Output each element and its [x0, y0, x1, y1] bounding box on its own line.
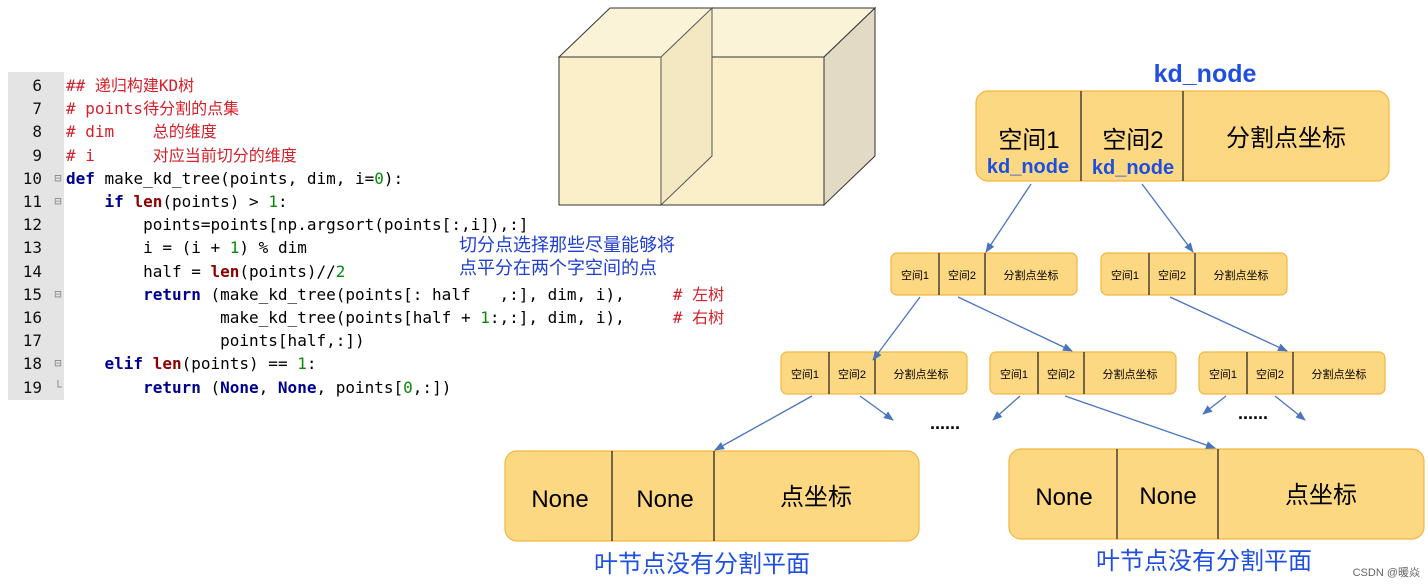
line-number: 13 [22, 238, 42, 258]
node-space1-label: 空间1 [1111, 268, 1139, 282]
level2-node-b: 空间1 空间2 分割点坐标 [989, 351, 1177, 395]
code-text: half = len(points)//2 [66, 261, 346, 281]
edge-c-more-left [1202, 395, 1227, 415]
split-point-annotation: 切分点选择那些尽量能够将 点平分在两个字空间的点 [459, 234, 675, 280]
code-listing: 6 ## 递归构建KD树 7 # points待分割的点集 8 # dim 总的维度 9 # … [8, 72, 724, 400]
line-number: 7 [32, 99, 42, 119]
code-text: # points待分割的点集 [66, 99, 240, 119]
node-space1-label: 空间1 [1209, 367, 1237, 381]
edge-b-more [992, 395, 1021, 421]
edge-l1-b [957, 296, 1073, 352]
node-space2-label: 空间2 [838, 367, 866, 381]
leaf-right-none-1: None [1035, 484, 1092, 511]
code-text: return (None, None, points[0,:]) [143, 377, 452, 397]
node-space2-label: 空间2 [1256, 367, 1284, 381]
line-number: 14 [22, 261, 42, 281]
line-number: 19 [22, 377, 42, 397]
leaf-node-left: None None 点坐标 [504, 450, 920, 542]
root-space2-kd-node-label: kd_node [1092, 157, 1174, 179]
code-text: def make_kd_tree(points, dim, i=0): [66, 168, 404, 188]
line-number: 17 [22, 331, 42, 351]
node-space2-label: 空间2 [1047, 367, 1075, 381]
node-split-label: 分割点坐标 [1004, 268, 1059, 282]
line-number: 11 [22, 192, 42, 211]
cube-top-face [557, 7, 877, 58]
line-number: 10 [22, 168, 42, 188]
ellipsis-middle: ...... [930, 413, 960, 433]
code-text: ## 递归构建KD树 [66, 76, 195, 95]
line-number: 6 [32, 76, 42, 95]
fold-marker-icon[interactable]: ⊟ [54, 356, 62, 371]
tree-edges [714, 183, 1306, 451]
node-space1-label: 空间1 [791, 367, 819, 381]
node-split-label: 分割点坐标 [1214, 268, 1269, 282]
fold-marker-icon[interactable]: ⊟ [54, 194, 62, 208]
code-text: points=points[np.argsort(points[:,i]),:] [66, 215, 529, 235]
level2-node-c: 空间1 空间2 分割点坐标 [1198, 351, 1386, 395]
level1-node-right: 空间1 空间2 分割点坐标 [1100, 252, 1288, 296]
leaf-left-point: 点坐标 [780, 484, 852, 511]
node-space2-label: 空间2 [1158, 268, 1186, 282]
node-split-label: 分割点坐标 [1103, 367, 1158, 381]
root-space1-label: 空间1 [998, 127, 1059, 154]
code-text: if len(points) > 1: [104, 192, 288, 211]
level1-node-left: 空间1 空间2 分割点坐标 [890, 252, 1078, 296]
edge-l1-a [872, 296, 921, 361]
edge-a-leaf [714, 395, 813, 451]
edge-root-left [985, 183, 1032, 253]
fold-marker-icon[interactable]: ⊟ [54, 170, 62, 185]
ellipsis-right: ...... [1238, 403, 1268, 423]
annotation-line-2: 点平分在两个字空间的点 [459, 258, 657, 279]
edge-c-more-right [1274, 395, 1306, 421]
code-text: elif len(points) == 1: [104, 354, 317, 374]
leaf-caption-right: 叶节点没有分割平面 [1096, 548, 1312, 575]
node-split-label: 分割点坐标 [1312, 367, 1367, 381]
edge-l1-c [1169, 296, 1288, 352]
node-space1-label: 空间1 [1000, 367, 1028, 381]
diagram-title: kd_node [1154, 60, 1257, 88]
root-node: 空间1 空间2 分割点坐标 kd_node kd_node [975, 90, 1390, 182]
leaf-node-right: None None 点坐标 [1008, 448, 1425, 540]
level2-node-a: 空间1 空间2 分割点坐标 [780, 351, 968, 395]
node-space2-label: 空间2 [948, 268, 976, 282]
line-number: 18 [22, 354, 42, 374]
fold-marker-icon[interactable]: ⊟ [54, 286, 62, 301]
split-space-cube [557, 6, 877, 207]
line-number: 9 [32, 145, 42, 165]
code-text: # dim 总的维度 [66, 122, 217, 142]
line-number: 15 [22, 284, 42, 304]
leaf-left-none-1: None [531, 486, 588, 513]
watermark: CSDN @暖焱 [1353, 566, 1420, 579]
code-text: make_kd_tree(points[half + 1:,:], dim, i… [66, 308, 725, 327]
fold-marker-icon: └ [54, 379, 62, 394]
edge-root-right [1141, 183, 1194, 253]
code-text: points[half,:]) [66, 331, 365, 351]
line-number: 8 [32, 122, 42, 142]
line-number-gutter [8, 72, 64, 400]
leaf-right-none-2: None [1139, 483, 1196, 510]
leaf-right-point: 点坐标 [1285, 482, 1357, 509]
line-number: 12 [22, 215, 42, 235]
leaf-left-none-2: None [636, 486, 693, 513]
edge-a-more [859, 395, 894, 421]
line-number: 16 [22, 308, 42, 327]
root-space1-kd-node-label: kd_node [987, 156, 1069, 178]
root-space2-label: 空间2 [1102, 127, 1163, 154]
code-text: # i 对应当前切分的维度 [66, 145, 297, 165]
code-text: return (make_kd_tree(points[: half ,:], … [143, 284, 725, 304]
node-space1-label: 空间1 [901, 268, 929, 282]
annotation-line-1: 切分点选择那些尽量能够将 [459, 235, 675, 256]
root-split-label: 分割点坐标 [1226, 125, 1346, 152]
edge-b-leaf [1064, 395, 1216, 449]
leaf-caption-left: 叶节点没有分割平面 [594, 551, 810, 578]
node-split-label: 分割点坐标 [894, 367, 949, 381]
code-text: i = (i + 1) % dim [66, 238, 307, 258]
